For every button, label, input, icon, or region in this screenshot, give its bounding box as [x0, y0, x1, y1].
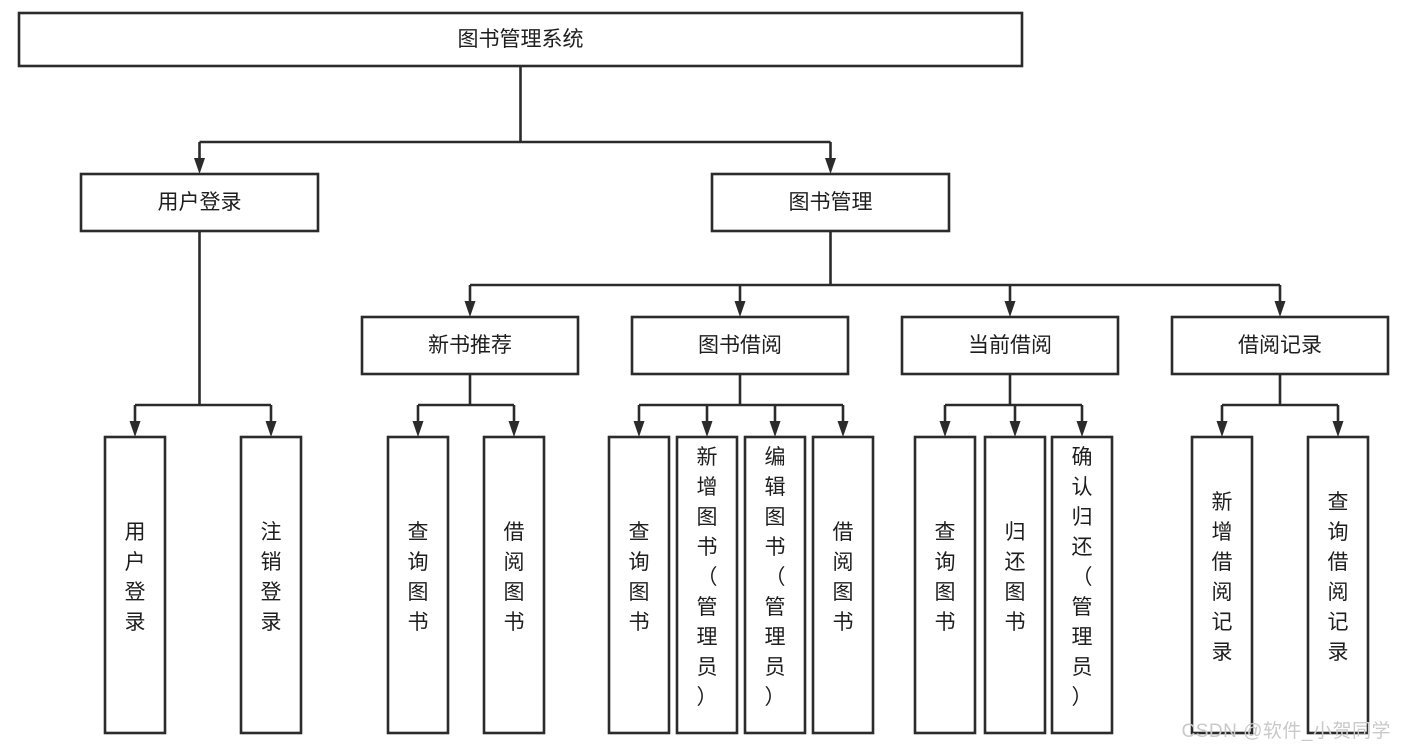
node-borrow-record[interactable]: 借阅记录: [1170, 315, 1390, 376]
node-label: 图书管理: [789, 191, 873, 214]
node-leaf-query-book-2[interactable]: 查询图书: [607, 435, 671, 735]
connector-book-borrow: [633, 374, 849, 437]
node-book-borrow[interactable]: 图书借阅: [630, 315, 850, 376]
node-label: 新增借阅记录: [1212, 491, 1233, 664]
node-current-borrow[interactable]: 当前借阅: [900, 315, 1120, 376]
node-label: 借阅图书: [504, 521, 525, 634]
node-leaf-borrow-book-2[interactable]: 借阅图书: [811, 435, 875, 735]
node-label: 查询图书: [629, 521, 650, 634]
node-label: 新增图书（管理员）: [697, 446, 718, 709]
node-leaf-return-book[interactable]: 归还图书: [983, 435, 1047, 735]
node-label: 注销登录: [261, 521, 282, 634]
node-leaf-query-record[interactable]: 查询借阅记录: [1306, 435, 1370, 735]
node-label: 归还图书: [1005, 521, 1026, 634]
node-book-manage[interactable]: 图书管理: [710, 172, 951, 233]
node-leaf-confirm-return[interactable]: 确认归还（管理员）: [1050, 435, 1114, 735]
node-root[interactable]: 图书管理系统: [17, 11, 1024, 68]
node-label: 当前借阅: [968, 334, 1052, 357]
node-label: 借阅图书: [833, 521, 854, 634]
node-leaf-add-book[interactable]: 新增图书（管理员）: [675, 435, 739, 735]
connector-layer: [129, 66, 1344, 437]
node-label: 查询图书: [408, 521, 429, 634]
connector-current-borrow: [939, 374, 1088, 437]
node-label: 用户登录: [158, 191, 242, 214]
node-label: 确认归还（管理员）: [1072, 446, 1093, 709]
node-label: 编辑图书（管理员）: [765, 446, 786, 709]
node-leaf-user-login[interactable]: 用户登录: [103, 435, 167, 735]
node-leaf-query-book-3[interactable]: 查询图书: [913, 435, 977, 735]
node-label: 图书管理系统: [458, 28, 584, 51]
node-user-login[interactable]: 用户登录: [79, 172, 320, 233]
connector-root: [194, 66, 836, 174]
connector-new-book-rec: [412, 374, 520, 437]
node-leaf-edit-book[interactable]: 编辑图书（管理员）: [743, 435, 807, 735]
node-leaf-borrow-book-1[interactable]: 借阅图书: [482, 435, 546, 735]
node-label: 图书借阅: [698, 334, 782, 357]
node-label: 新书推荐: [428, 334, 512, 357]
node-label: 借阅记录: [1238, 334, 1322, 357]
node-leaf-add-record[interactable]: 新增借阅记录: [1190, 435, 1254, 735]
csdn-watermark: CSDN @软件_小贺同学: [1181, 721, 1391, 742]
node-label: 查询图书: [935, 521, 956, 634]
connector-user-login: [129, 231, 277, 437]
connector-borrow-record: [1216, 374, 1344, 437]
node-label: 查询借阅记录: [1328, 491, 1349, 664]
node-leaf-logout[interactable]: 注销登录: [239, 435, 303, 735]
node-leaf-query-book-1[interactable]: 查询图书: [386, 435, 450, 735]
connector-book-manage: [464, 231, 1286, 317]
node-new-book-rec[interactable]: 新书推荐: [360, 315, 580, 376]
node-label: 用户登录: [125, 521, 146, 634]
